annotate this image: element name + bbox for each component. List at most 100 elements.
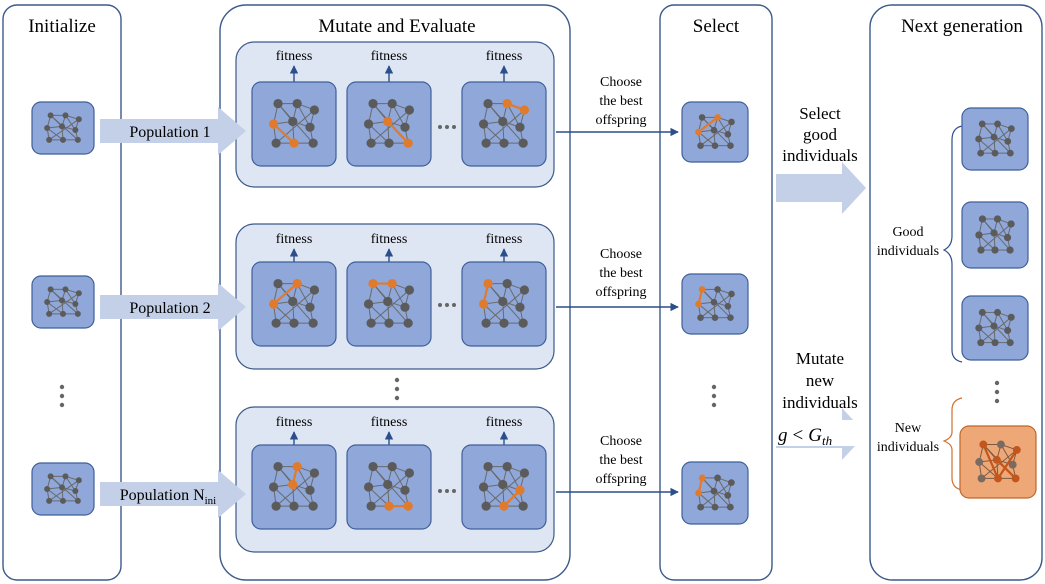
network-node [400,485,410,495]
new-individuals-brace [942,397,963,491]
population-arrow-n: Population Nini [100,470,246,518]
network-node [994,308,1002,316]
fitness-label: fitness [486,49,523,64]
network-node [72,487,79,494]
choose-label-1: Choose the best offspring [595,75,646,128]
network-node [305,302,315,312]
mutated-node [403,501,413,511]
network-node [991,339,999,347]
network-node [991,149,999,157]
network-node [975,231,983,239]
mutate-new-line-3: individuals [782,393,858,412]
choose-label-n: Choose the best offspring [595,434,646,487]
network-node [697,314,704,321]
network-node [711,503,719,511]
fitness-label: fitness [371,232,408,247]
network-node [518,138,528,148]
good-individual-2 [961,201,1029,269]
network-node [363,482,374,492]
ellipsis-populations [394,377,400,401]
mutated-edge [997,449,1018,480]
offspring-2-1 [251,261,337,347]
network-node [478,119,489,129]
network-edge [48,292,80,315]
network-node [977,246,985,254]
mutate-evaluate-title: Mutate and Evaluate [318,16,475,37]
network-node [710,298,718,306]
network-edge [485,289,525,324]
network-node [75,290,82,297]
network-node [711,142,719,149]
ellipsis-row-n [438,489,456,493]
network-node [518,318,528,328]
select-title: Select [693,16,740,37]
network-edge [978,234,996,251]
network-node [383,479,393,490]
network-edge [46,301,64,315]
offspring-1-1 [251,81,337,167]
network-node [74,310,81,317]
network-node [975,135,983,143]
network-edge [700,482,732,508]
select-good-line-3: individuals [782,146,858,165]
mutated-node [994,474,1002,483]
population-label-2: Population 2 [129,300,210,317]
network-node [400,302,410,312]
network-node [994,120,1001,128]
network-node [977,474,986,483]
network-edge [978,327,996,343]
mutated-node [698,286,706,293]
network-node [308,138,318,148]
network-node [308,501,318,511]
mutated-node [292,278,302,289]
mutated-edge [982,444,1000,479]
network-node [46,497,53,504]
population-label-1: Population 1 [129,124,210,141]
fitness-label: fitness [486,415,523,430]
network-node [404,105,415,115]
network-node [271,501,281,511]
mutated-node [289,138,299,148]
network-edge [46,488,64,502]
network-edge [700,293,732,319]
network-node [363,299,374,309]
network-node [363,119,374,129]
mutated-edge [996,459,1017,480]
network-node [273,98,283,109]
network-node [368,98,378,109]
mutated-edge [697,116,719,133]
network-edge [980,316,1012,343]
network-edge [275,289,315,324]
ellipsis-initialize [59,384,65,408]
population-label-n: Population Nini [120,487,217,507]
network-edge [273,303,295,324]
network-node [404,285,415,295]
network-node [515,122,525,132]
network-node [724,130,732,138]
network-node [710,126,718,134]
offspring-n-3 [461,444,547,530]
condition-label: g<Gth [778,425,832,448]
network-edge [370,289,410,324]
network-node [975,324,983,332]
network-node [309,285,320,295]
mutated-node [695,300,702,308]
network-node [1004,137,1012,145]
mutated-node [384,501,394,511]
network-node [975,458,984,466]
mutated-node [288,479,298,490]
mutated-node [268,119,279,129]
network-node [308,318,318,328]
initialize-title: Initialize [28,16,96,37]
network-node [47,112,54,119]
network-edge [368,303,390,324]
network-node [698,114,706,121]
mutated-edge [386,120,409,144]
network-node [59,123,66,130]
network-edge [275,109,315,144]
network-node [498,296,508,307]
network-node [697,503,705,511]
network-node [1006,339,1014,347]
network-node [478,482,489,492]
selected-network-1 [681,101,749,163]
